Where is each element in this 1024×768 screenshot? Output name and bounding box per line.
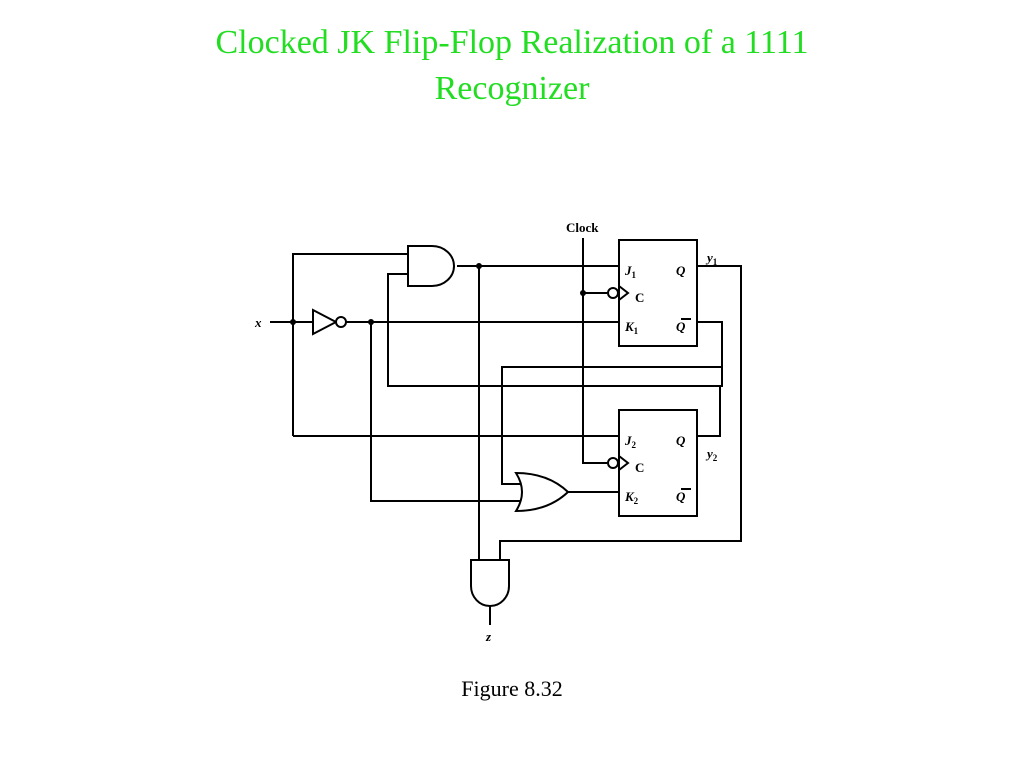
jk-flipflop-2 [607,409,698,517]
junction-dot [476,263,482,269]
ff2-output-label: y2 [705,446,718,463]
ff2-qbar-label: Q [676,489,686,504]
wire-xbar-to-or [370,322,522,502]
wire-or-upper-input [501,366,722,485]
ff2-k-label: K2 [624,489,639,506]
ff2-clock-label: C [635,460,644,475]
title-line-2: Recognizer [434,70,590,107]
wire-y2-feedback [697,386,721,437]
ff1-q-label: Q [676,263,686,278]
ff1-j-label: J1 [624,263,637,280]
input-x-label: x [254,315,262,330]
ff1-qbar-label: Q [676,319,686,334]
slide-title: Clocked JK Flip-Flop Realization of a 11… [0,20,1024,112]
and-gate-output [470,559,510,607]
output-z-label: z [485,629,492,644]
or-gate [514,471,570,513]
wire-q1bar-loop [387,273,723,387]
wire-clock [582,238,607,464]
wire-y1-to-zand [499,265,742,560]
ff1-clock-label: C [635,290,644,305]
clock-label: Clock [566,220,599,235]
junction-dot [368,319,374,325]
inverter-gate [312,308,347,336]
wires [270,238,742,625]
ff1-k-label: K1 [624,319,639,336]
junction-dot [290,319,296,325]
ff2-j-label: J2 [624,433,637,450]
ff2-q-label: Q [676,433,686,448]
wire-x-to-and1-and-j2 [292,253,408,436]
jk-flipflop-1 [607,239,698,347]
junction-dot [580,290,586,296]
title-line-1: Clocked JK Flip-Flop Realization of a 11… [215,24,809,61]
and-gate-1 [407,245,455,287]
figure-caption: Figure 8.32 [461,676,563,701]
ff1-output-label: y1 [705,250,718,267]
